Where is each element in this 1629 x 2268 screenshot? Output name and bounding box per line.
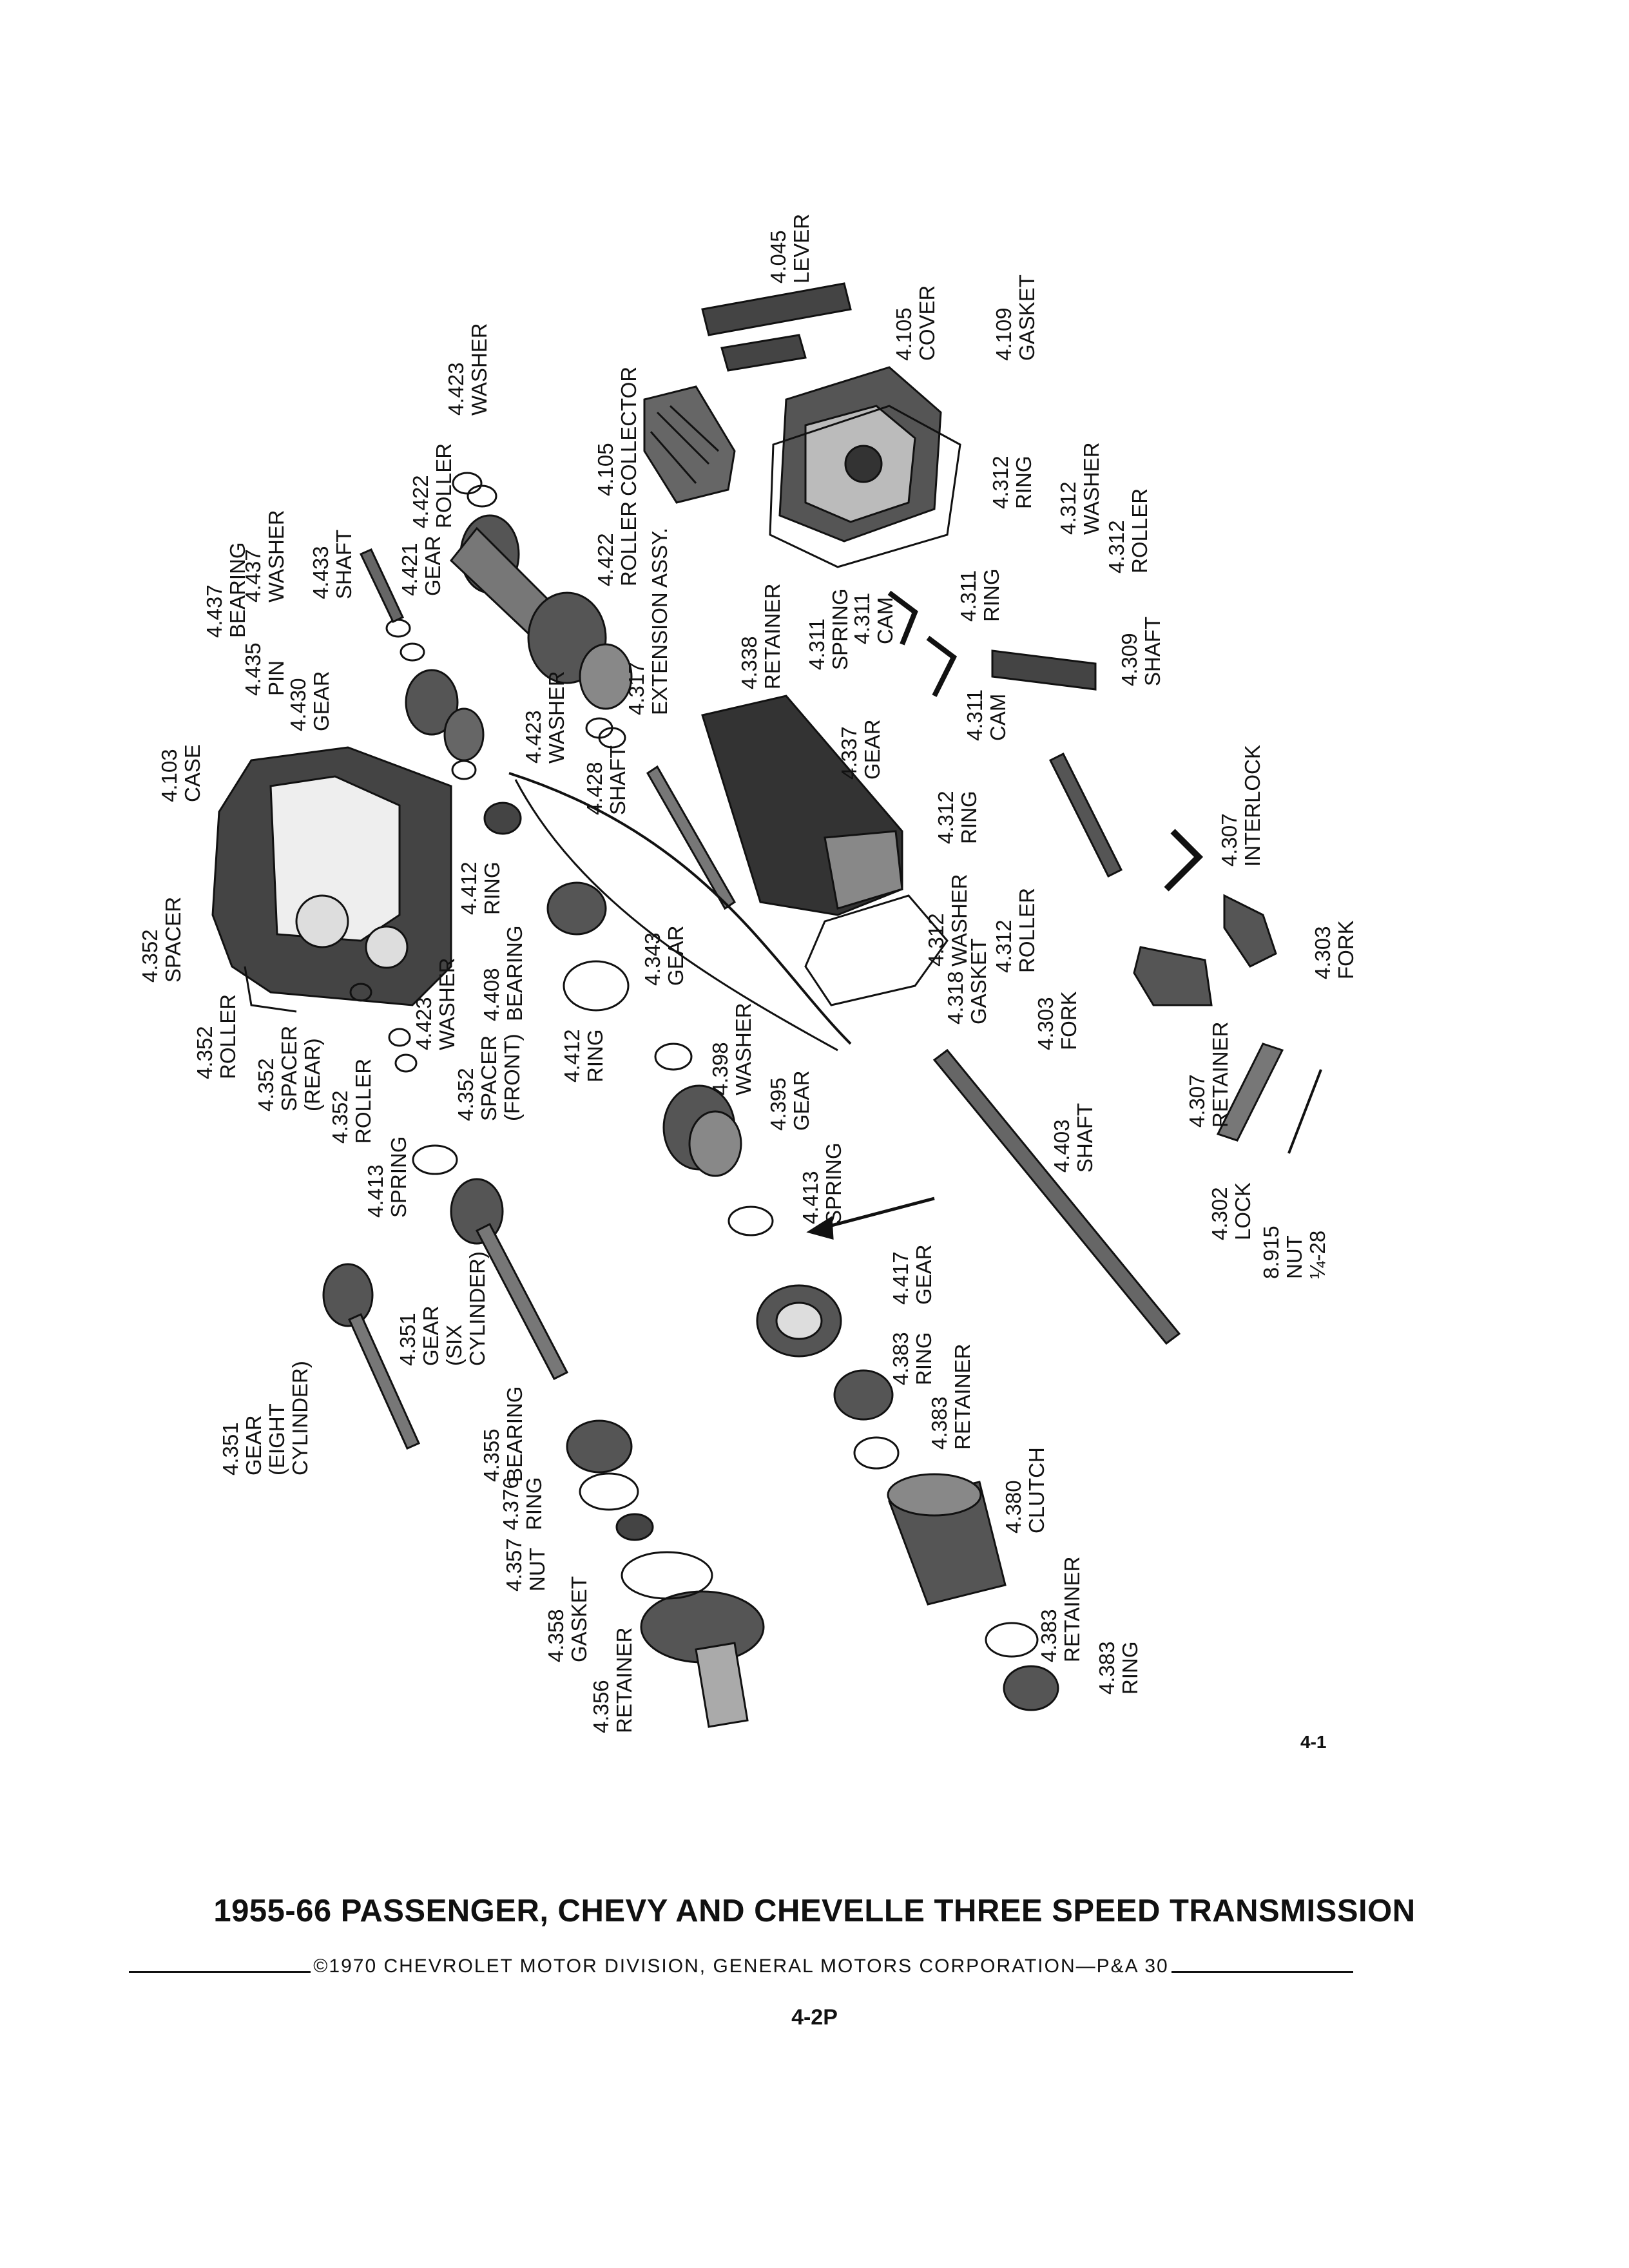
clutch-part [887, 1473, 1007, 1606]
extension-housing-part [701, 695, 903, 916]
front-retainer-part [640, 1590, 765, 1728]
main-drive-gear-eight-part [322, 1263, 420, 1450]
fork-left-part [1133, 946, 1213, 1006]
copyright-text: ©1970 CHEVROLET MOTOR DIVISION, GENERAL … [313, 1956, 1169, 1977]
shifter-shaft-part [991, 649, 1123, 878]
cover-part [778, 366, 942, 543]
cluster-gear-part [449, 514, 633, 710]
case-part [211, 746, 452, 1013]
right-rule [1171, 1970, 1353, 1973]
bearing-part [546, 881, 607, 936]
mainshaft-part [932, 1048, 1181, 1345]
lever-part [701, 282, 852, 372]
figure-number: 4-1 [1300, 1732, 1327, 1752]
idler-shaft-part [646, 765, 736, 910]
main-drive-gear-six-part [450, 1178, 569, 1381]
left-rule [129, 1970, 311, 1973]
second-gear-part [662, 1084, 742, 1177]
interlock-part [1164, 829, 1204, 892]
page-number: 4-2P [791, 2005, 838, 2030]
synchro-gear-part [756, 1284, 842, 1358]
reverse-idler-gear-part [405, 669, 485, 762]
countershaft-part [359, 548, 404, 623]
fork-right-part [1223, 894, 1277, 968]
bearing-4355-part [566, 1419, 633, 1474]
collector-part [643, 385, 736, 504]
cover-gasket-part [769, 405, 961, 568]
page-title: 1955-66 PASSENGER, CHEVY AND CHEVELLE TH… [213, 1894, 1416, 1928]
extension-gasket-part [804, 894, 949, 1006]
retainer-pin-part [1216, 1043, 1284, 1142]
copyright-line: ©1970 CHEVROLET MOTOR DIVISION, GENERAL … [129, 1954, 1353, 1979]
